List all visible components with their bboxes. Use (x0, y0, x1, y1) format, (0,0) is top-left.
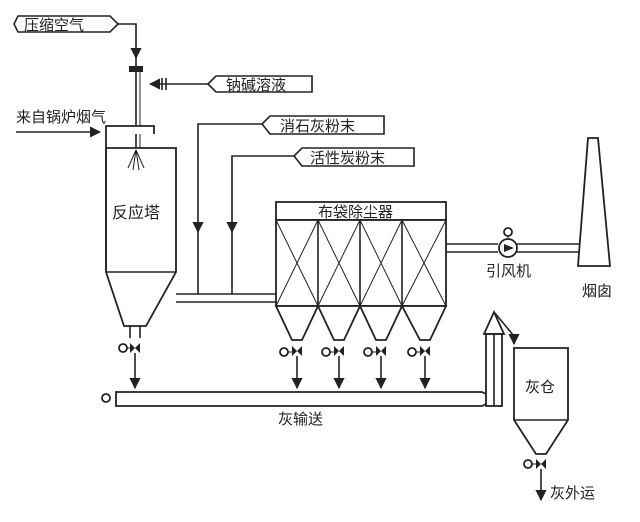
activated-carbon-label: 活性炭粉末 (310, 149, 385, 167)
compressed-air-line (118, 23, 142, 60)
induced-fan-label: 引风机 (486, 262, 531, 280)
lime-powder-label: 消石灰粉末 (280, 117, 355, 135)
ash-outbound-label: 灰外运 (550, 484, 595, 502)
tower-discharge-valve-icon (118, 343, 140, 353)
chimney (577, 137, 611, 267)
lime-powder-tag: 消石灰粉末 (260, 115, 385, 135)
spray-nozzle-icon (127, 149, 145, 171)
filter-discharge-valve-1-icon (279, 346, 302, 357)
reaction-tower-label: 反应塔 (112, 203, 160, 222)
ash-silo-label: 灰仓 (525, 378, 555, 396)
fan-to-chimney-duct (517, 243, 582, 253)
tower-to-filter-duct (176, 293, 276, 303)
naoh-solution-label: 钠碱溶液 (226, 76, 286, 94)
ash-conveyor (101, 391, 491, 407)
bag-filter-label: 布袋除尘器 (318, 203, 393, 221)
induced-fan-icon (498, 227, 518, 258)
boiler-flue-gas-label: 来自锅炉烟气 (16, 108, 106, 126)
activated-carbon-tag: 活性炭粉末 (292, 147, 415, 167)
silo-discharge-valve-icon (523, 459, 546, 469)
naoh-solution-tag: 钠碱溶液 (206, 75, 313, 94)
compressed-air-tag: 压缩空气 (13, 15, 120, 34)
filter-to-fan-duct (446, 243, 498, 253)
activated-carbon-line (226, 155, 294, 234)
compressed-air-label: 压缩空气 (24, 16, 84, 34)
ash-conveying-label: 灰输送 (278, 410, 323, 428)
lime-powder-line (192, 123, 262, 234)
bag-filter (274, 201, 448, 341)
ash-silo (513, 347, 569, 455)
chimney-label: 烟囱 (582, 282, 612, 300)
filter-discharge-valve-3-icon (363, 346, 386, 357)
bucket-elevator (482, 309, 520, 407)
filter-discharge-valve-2-icon (321, 346, 344, 357)
filter-discharge-valve-4-icon (407, 346, 430, 357)
reaction-tower (105, 125, 177, 338)
